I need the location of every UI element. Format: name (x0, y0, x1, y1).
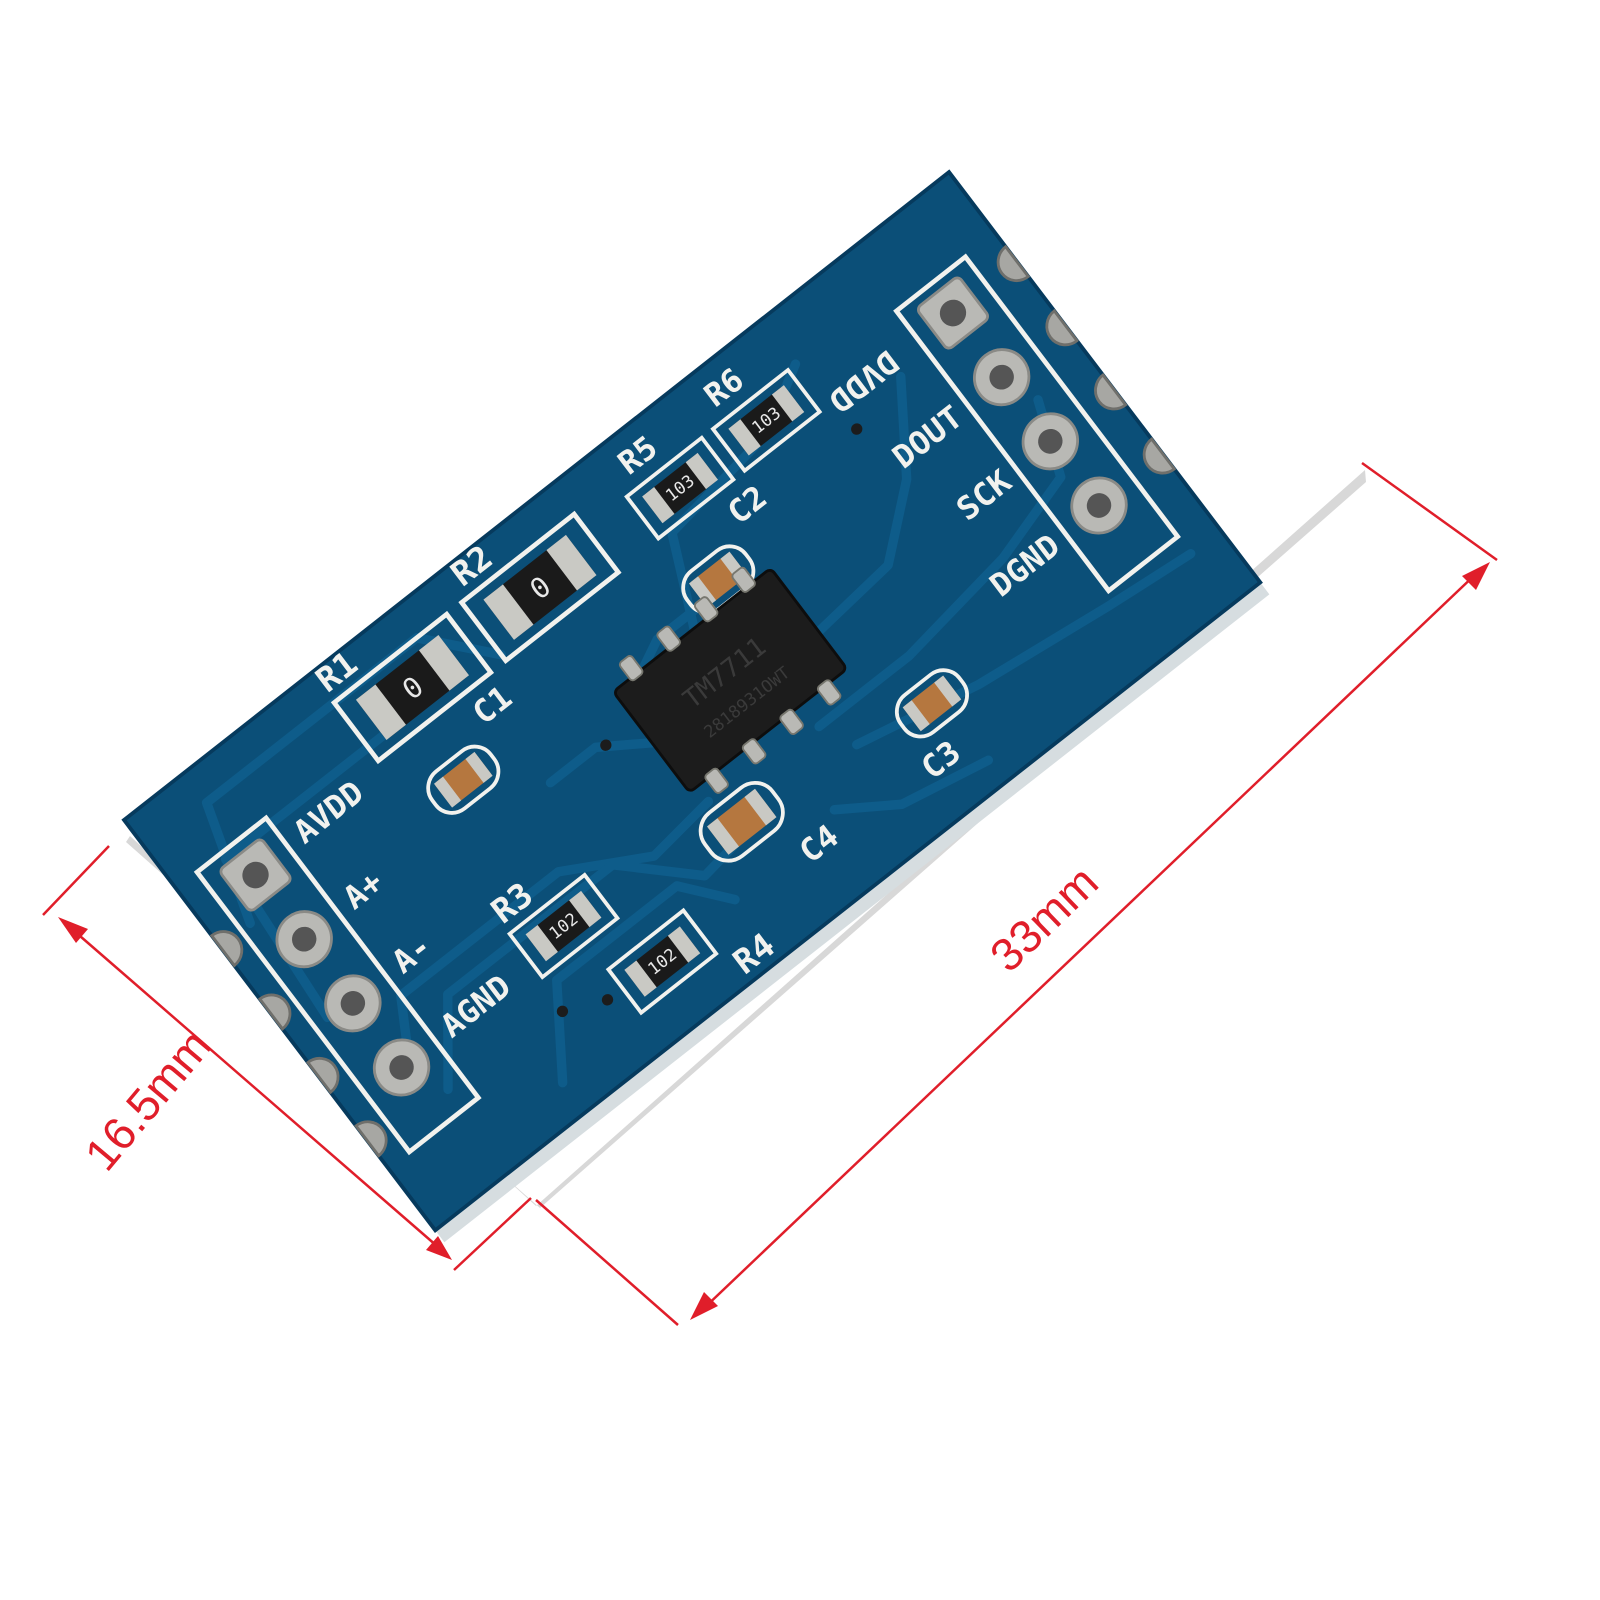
left-header (219, 838, 431, 1097)
resistor-r3: 102 (506, 872, 621, 980)
vias (556, 423, 863, 1018)
left-edge-pins (209, 930, 388, 1158)
capacitor-c3 (894, 668, 969, 739)
resistor-r1: 0 (330, 610, 495, 765)
capacitor-c4 (698, 780, 785, 863)
right-edge-pins (996, 244, 1177, 475)
dimension-arrowheads (58, 562, 1490, 1320)
pcb-board: AVDD A+ A- AGND DVDD DOUT SCK DGND (121, 169, 1270, 1243)
capacitor-c1 (426, 744, 501, 815)
resistor-r2: 0 (458, 510, 622, 664)
adc-chip: TM7711 2818931OWT (614, 566, 847, 794)
right-header (916, 276, 1128, 535)
resistor-r5: 103 (624, 435, 737, 542)
dimension-lines (42, 461, 1498, 1326)
resistor-r6: 103 (710, 367, 823, 474)
